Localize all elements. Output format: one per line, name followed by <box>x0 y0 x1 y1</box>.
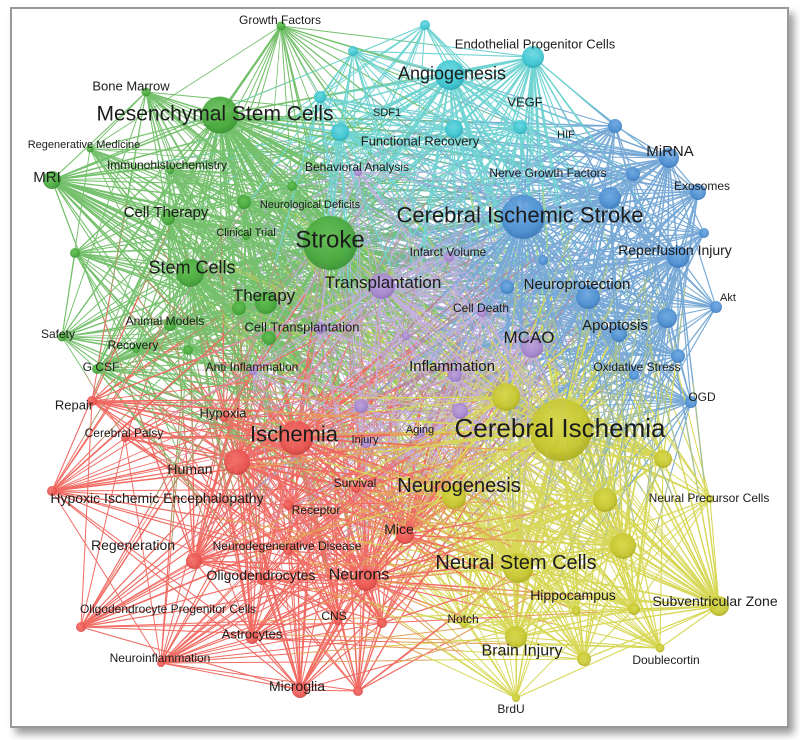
svg-text:Recovery: Recovery <box>108 338 159 352</box>
svg-text:Safety: Safety <box>41 327 75 341</box>
svg-text:Oligodendrocytes: Oligodendrocytes <box>207 567 316 583</box>
svg-text:Oligodendrocyte Progenitor Cel: Oligodendrocyte Progenitor Cells <box>80 602 256 616</box>
svg-text:Cell Death: Cell Death <box>453 301 509 315</box>
svg-text:Regeneration: Regeneration <box>91 537 175 553</box>
svg-text:Akt: Akt <box>720 292 736 304</box>
svg-text:Inflammation: Inflammation <box>409 358 495 375</box>
svg-text:Cerebral Ischemia: Cerebral Ischemia <box>455 413 667 443</box>
svg-text:Neurons: Neurons <box>329 567 389 584</box>
svg-text:Endothelial Progenitor Cells: Endothelial Progenitor Cells <box>455 37 616 52</box>
svg-text:Hypoxia: Hypoxia <box>200 406 248 421</box>
svg-text:Stem Cells: Stem Cells <box>148 257 235 277</box>
svg-text:Stroke: Stroke <box>295 226 364 253</box>
svg-text:G CSF: G CSF <box>83 360 120 374</box>
svg-text:Ischemia: Ischemia <box>250 422 339 447</box>
svg-text:Therapy: Therapy <box>233 286 296 305</box>
svg-text:CNS: CNS <box>321 609 346 623</box>
svg-text:MiRNA: MiRNA <box>646 143 694 160</box>
svg-text:MCAO: MCAO <box>504 328 555 347</box>
svg-text:Cell Transplantation: Cell Transplantation <box>245 320 360 335</box>
svg-text:Behavioral Analysis: Behavioral Analysis <box>305 160 409 174</box>
svg-text:Human: Human <box>167 461 212 477</box>
svg-text:Neurogenesis: Neurogenesis <box>397 475 520 497</box>
svg-text:Neuroinflammation: Neuroinflammation <box>110 651 211 665</box>
svg-text:Animal Models: Animal Models <box>126 314 205 328</box>
svg-text:Clinical Trial: Clinical Trial <box>216 227 275 239</box>
svg-text:Neurological Deficits: Neurological Deficits <box>260 199 361 211</box>
svg-text:MRI: MRI <box>33 169 61 186</box>
svg-text:Repair: Repair <box>55 398 94 413</box>
svg-text:Brain Injury: Brain Injury <box>482 643 563 660</box>
svg-text:Bone Marrow: Bone Marrow <box>92 79 170 94</box>
svg-text:Cerebral Palsy: Cerebral Palsy <box>85 426 164 440</box>
svg-text:Neurodegenerative Disease: Neurodegenerative Disease <box>213 539 362 553</box>
svg-text:BrdU: BrdU <box>497 702 524 716</box>
svg-text:Injury: Injury <box>352 434 379 446</box>
svg-text:Transplantation: Transplantation <box>325 273 442 292</box>
svg-text:Reperfusion Injury: Reperfusion Injury <box>618 242 732 258</box>
svg-text:Neural Precursor Cells: Neural Precursor Cells <box>649 491 770 505</box>
svg-text:Microglia: Microglia <box>269 678 325 694</box>
svg-text:Aging: Aging <box>406 424 434 436</box>
svg-text:Mesenchymal Stem Cells: Mesenchymal Stem Cells <box>97 102 334 125</box>
svg-text:Astrocytes: Astrocytes <box>222 627 283 642</box>
svg-text:OGD: OGD <box>688 390 716 404</box>
svg-text:Hippocampus: Hippocampus <box>530 587 616 603</box>
svg-text:Neural Stem Cells: Neural Stem Cells <box>435 552 596 574</box>
svg-text:Neuroprotection: Neuroprotection <box>524 276 631 293</box>
svg-text:Survival: Survival <box>334 476 377 490</box>
svg-text:VEGF: VEGF <box>507 95 542 110</box>
svg-text:SDF1: SDF1 <box>373 107 401 119</box>
svg-text:Cerebral Ischemic Stroke: Cerebral Ischemic Stroke <box>397 203 644 228</box>
svg-text:Immunohistochemistry: Immunohistochemistry <box>107 158 227 172</box>
svg-text:Hypoxic Ischemic Encephalopath: Hypoxic Ischemic Encephalopathy <box>50 490 263 506</box>
svg-text:Regenerative Medicine: Regenerative Medicine <box>28 139 141 151</box>
svg-text:Cell Therapy: Cell Therapy <box>124 204 209 221</box>
svg-text:Notch: Notch <box>447 612 478 626</box>
svg-text:Angiogenesis: Angiogenesis <box>398 63 506 83</box>
svg-text:Doublecortin: Doublecortin <box>632 653 699 667</box>
svg-text:Oxidative Stress: Oxidative Stress <box>593 360 680 374</box>
svg-text:Infarct Volume: Infarct Volume <box>410 245 487 259</box>
svg-text:Exosomes: Exosomes <box>674 179 730 193</box>
svg-text:Anti Inflammation: Anti Inflammation <box>206 360 299 374</box>
svg-text:Apoptosis: Apoptosis <box>582 317 648 334</box>
svg-text:HIF: HIF <box>557 129 575 141</box>
svg-text:Growth Factors: Growth Factors <box>239 13 321 27</box>
svg-text:Receptor: Receptor <box>292 503 341 517</box>
svg-text:Subventricular Zone: Subventricular Zone <box>652 593 778 609</box>
svg-text:Mice: Mice <box>384 521 414 537</box>
svg-text:Functional Recovery: Functional Recovery <box>361 134 480 149</box>
svg-text:Nerve Growth Factors: Nerve Growth Factors <box>489 166 606 180</box>
